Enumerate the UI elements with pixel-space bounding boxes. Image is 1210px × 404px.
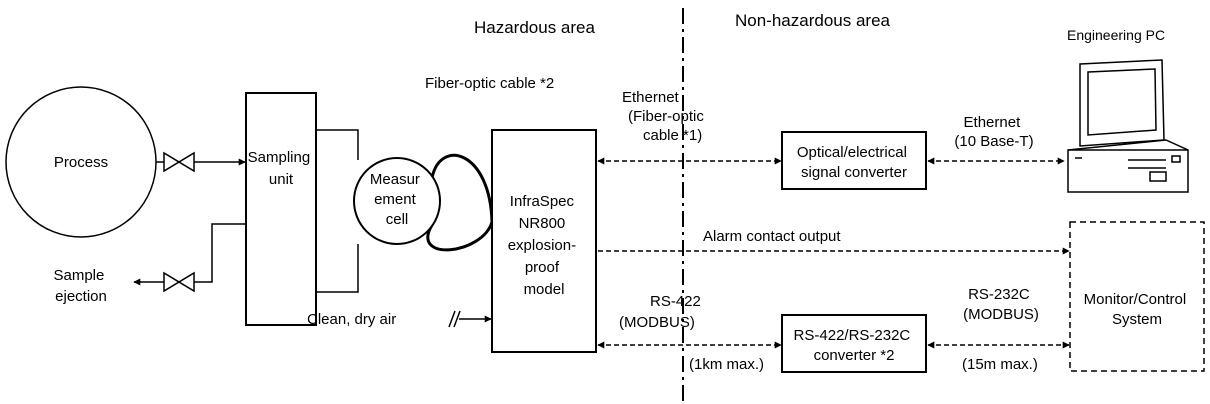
cell-inlet-pipe [316, 129, 359, 160]
hazardous-area-label: Hazardous area [474, 18, 596, 37]
optical-converter-label: Optical/electrical signal converter [797, 144, 911, 181]
rs232c-label: RS-232C (MODBUS) [963, 286, 1039, 323]
rs422-distance-label: (1km max.) [689, 356, 764, 373]
measurement-cell-circle [353, 157, 441, 245]
process-label: Process [54, 154, 108, 171]
sample-ejection-label: Sample ejection [53, 267, 108, 305]
process-sample-line [156, 151, 246, 173]
ethernet-fiber-label: Ethernet (Fiber-optic cable *1) [622, 89, 708, 144]
fiber-optic-cable-label: Fiber-optic cable *2 [425, 75, 554, 92]
pneumatic-line-icon [448, 310, 461, 328]
analyzer-label: InfraSpec NR800 explosion- proof model [508, 193, 581, 298]
sample-ejection-line [133, 223, 246, 293]
sampling-unit-box [245, 92, 317, 326]
clean-dry-air-label: Clean, dry air [307, 311, 396, 328]
sampling-unit-label: Sampling unit [248, 149, 315, 188]
computer-icon [1067, 59, 1189, 193]
valve-icon [163, 271, 195, 293]
measurement-cell-label: Measur ement cell [370, 171, 424, 228]
rs232c-distance-label: (15m max.) [962, 356, 1038, 373]
rs422-label: RS-422 (MODBUS) [619, 293, 705, 331]
cell-outlet-pipe [316, 244, 359, 293]
rs-converter-box [781, 314, 927, 373]
optical-converter-box [781, 131, 927, 190]
monitor-control-system-box [1069, 221, 1205, 372]
alarm-output-label: Alarm contact output [703, 228, 841, 245]
ethernet-10baset-label: Ethernet (10 Base-T) [954, 114, 1033, 150]
rs-converter-label: RS-422/RS-232C converter *2 [794, 327, 915, 364]
analyzer-box [491, 129, 597, 353]
valve-icon [163, 151, 195, 173]
monitor-control-system-label: Monitor/Control System [1084, 291, 1191, 328]
engineering-pc-label: Engineering PC [1067, 27, 1165, 43]
non-hazardous-area-label: Non-hazardous area [735, 11, 891, 30]
